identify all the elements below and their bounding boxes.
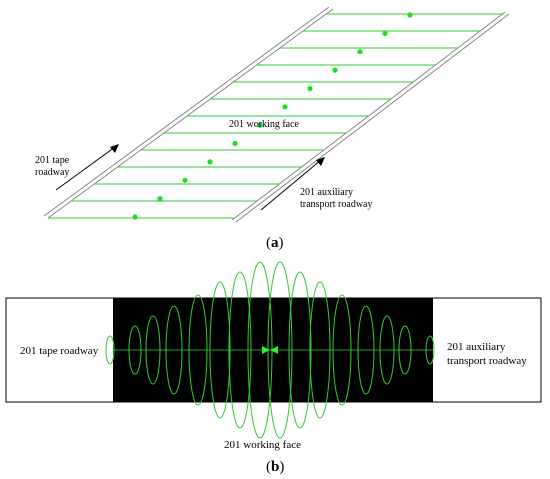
- measuring-point: [182, 177, 188, 183]
- measuring-point: [357, 49, 363, 55]
- measuring-points: [132, 12, 413, 220]
- working-face-label: 201 working face: [229, 119, 300, 130]
- measuring-point: [407, 12, 413, 18]
- measuring-point: [307, 85, 313, 92]
- measuring-point: [257, 122, 263, 128]
- left-roadway-label: 201 tape roadway: [20, 345, 99, 357]
- measuring-point: [332, 67, 338, 73]
- roadway-rail: [235, 13, 510, 223]
- measuring-point: [232, 140, 238, 147]
- roadway-rails: [43, 6, 510, 223]
- panel-a-caption: (a): [266, 235, 284, 251]
- panel-a-roadway-layout: 201 working face 201 tape roadway 201 au…: [35, 6, 510, 251]
- aux-roadway-label-line2: transport roadway: [300, 199, 372, 210]
- roadway-rail: [43, 6, 330, 217]
- tape-roadway-arrow: [55, 144, 119, 191]
- measuring-point: [282, 104, 288, 110]
- seismic-source-icon: [262, 346, 278, 354]
- working-face-bottom-label: 201 working face: [224, 439, 301, 451]
- aux-roadway-arrow: [260, 157, 325, 211]
- aux-roadway-label-line1: 201 auxiliary: [300, 187, 353, 198]
- measuring-lines: [48, 13, 503, 219]
- measuring-point: [382, 30, 388, 36]
- tape-roadway-label-line2: roadway: [35, 167, 69, 178]
- measuring-point: [132, 214, 138, 220]
- panel-b-caption: (b): [266, 459, 284, 475]
- tape-roadway-label-line1: 201 tape: [35, 155, 70, 166]
- right-roadway-label-line1: 201 auxiliary: [447, 341, 506, 353]
- measuring-point: [207, 159, 213, 165]
- panel-b-wave-diagram: 201 tape roadway 201 auxiliary transport…: [5, 261, 542, 475]
- right-roadway-label-line2: transport roadway: [447, 355, 527, 367]
- measuring-point: [157, 196, 163, 202]
- roadway-rail: [47, 8, 334, 219]
